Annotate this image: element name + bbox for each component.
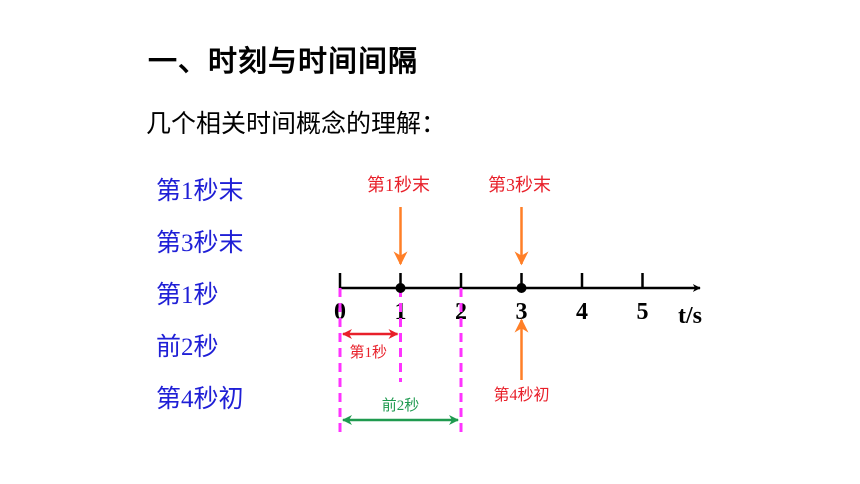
axis-tick-label: 5 <box>637 299 649 325</box>
time-point-label: 第4秒初 <box>493 386 549 404</box>
axis-tick-label: 3 <box>516 299 528 325</box>
concept-list: 第1秒末 第3秒末 第1秒 前2秒 第4秒初 <box>156 172 244 432</box>
concept-item: 第1秒末 <box>156 178 244 205</box>
concept-item: 前2秒 <box>156 334 219 361</box>
concept-item: 第3秒末 <box>156 230 244 257</box>
axis-unit-label: t/s <box>678 303 702 329</box>
page-subtitle: 几个相关时间概念的理解： <box>146 109 447 138</box>
time-point-dot <box>395 283 406 293</box>
concept-item: 第4秒初 <box>156 386 244 413</box>
time-point-label: 第1秒末 <box>367 175 430 195</box>
concept-item: 第1秒 <box>156 282 219 309</box>
time-point-dot <box>516 283 527 293</box>
axis-tick-label: 4 <box>576 299 588 325</box>
time-point-label: 第3秒末 <box>488 175 551 195</box>
page-title: 一、时刻与时间间隔 <box>148 44 419 78</box>
interval-label: 前2秒 <box>382 397 420 414</box>
interval-label: 第1秒 <box>349 343 387 361</box>
